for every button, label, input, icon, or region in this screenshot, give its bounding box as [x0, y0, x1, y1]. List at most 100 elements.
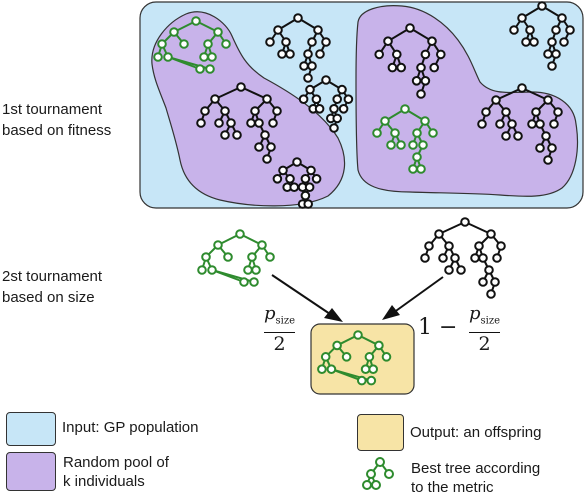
- legend-pool-swatch: [6, 452, 56, 491]
- arrow-right-head: [382, 305, 400, 320]
- tree-node: [213, 27, 223, 37]
- tree-node: [221, 39, 231, 49]
- tree-node: [396, 140, 406, 150]
- tree-node: [428, 128, 438, 138]
- tree-node: [418, 140, 428, 150]
- tree-node: [298, 94, 309, 104]
- tree-node: [210, 94, 220, 104]
- tree-node: [408, 140, 418, 150]
- tree-node: [243, 265, 253, 275]
- tree-node: [251, 265, 261, 275]
- tree-node: [416, 164, 426, 174]
- tree-node: [531, 107, 541, 117]
- tree-node: [338, 104, 349, 114]
- tree-node: [501, 107, 511, 117]
- tree-node: [220, 106, 230, 116]
- tree-node: [517, 13, 527, 23]
- tree-node: [203, 39, 213, 49]
- tree-node: [474, 241, 484, 251]
- tree-node: [343, 94, 354, 104]
- tree-node: [249, 277, 259, 287]
- tree-node: [303, 73, 313, 83]
- tree-node: [543, 49, 553, 59]
- tree-node: [285, 49, 295, 59]
- tree-node: [547, 61, 557, 71]
- tree-node: [501, 131, 511, 141]
- tree-node: [438, 253, 448, 263]
- tree-node: [517, 83, 527, 93]
- tree-node: [300, 174, 311, 184]
- tree-node: [537, 1, 547, 11]
- right-weight-subscript: size: [480, 315, 501, 327]
- tree-pop-top-left: [265, 13, 331, 83]
- tree-node: [214, 118, 224, 128]
- tree-pool-right-top: [374, 23, 446, 99]
- tree-node: [495, 119, 505, 129]
- tree-node: [153, 52, 163, 62]
- tree-node: [557, 13, 567, 23]
- tree-node: [444, 265, 454, 275]
- tree-node: [303, 199, 314, 209]
- arrow-left-head: [324, 308, 343, 322]
- tree-node: [559, 37, 569, 47]
- tree-node: [427, 36, 437, 47]
- tree-node: [213, 240, 223, 250]
- tree-node: [374, 340, 384, 351]
- tree-node: [364, 352, 375, 362]
- tree-node: [313, 25, 323, 35]
- tree-node: [450, 253, 460, 263]
- tree-node: [265, 252, 275, 262]
- left-weight-numerator: p: [264, 303, 276, 324]
- tree-node: [478, 253, 488, 263]
- legend-best-tree-icon: [362, 457, 394, 490]
- tree-node: [265, 37, 275, 47]
- tree-node: [383, 36, 393, 47]
- tree-node: [486, 289, 496, 299]
- tree-node: [416, 62, 426, 73]
- legend-best-text-line2: to the metric: [411, 479, 494, 496]
- tree-node: [405, 23, 415, 33]
- tree-node: [392, 49, 402, 60]
- tree-node: [353, 330, 363, 340]
- tree-node: [304, 182, 315, 192]
- legend-pool-text-line2: k individuals: [63, 473, 145, 490]
- tree-node: [289, 182, 300, 192]
- tree-node: [386, 140, 396, 150]
- tree-node: [429, 62, 440, 73]
- tree-node: [200, 106, 210, 116]
- tree-node: [205, 64, 215, 74]
- tree-node: [424, 241, 434, 251]
- tree-node: [307, 61, 317, 71]
- tree-node: [329, 104, 339, 114]
- tree-node: [360, 364, 371, 375]
- tree-node: [357, 375, 367, 386]
- legend-offspring-text: Output: an offspring: [410, 424, 542, 441]
- tree-node: [470, 253, 480, 263]
- tree-node: [529, 37, 539, 47]
- tree-node: [551, 25, 561, 35]
- tree-node: [411, 76, 422, 86]
- tree-node: [299, 61, 309, 71]
- tree-node: [191, 16, 201, 26]
- tree-node: [303, 49, 313, 59]
- tree-node: [387, 62, 398, 73]
- tree-node: [332, 94, 343, 104]
- tree-node: [226, 118, 236, 128]
- tree-node: [496, 241, 506, 251]
- tree-node: [157, 39, 167, 49]
- tree-node: [396, 62, 407, 73]
- tree-node: [332, 113, 343, 124]
- tree-pop-middle: [298, 75, 354, 133]
- legend-offspring-swatch: [357, 414, 404, 451]
- tree-node: [527, 119, 537, 129]
- tree-node: [306, 165, 316, 176]
- tree-node: [549, 119, 559, 129]
- tree-node: [260, 130, 270, 140]
- tree-node: [332, 340, 342, 351]
- tree-node: [400, 104, 410, 114]
- second-tournament-label-line1: 2st tournament: [2, 268, 103, 285]
- tree-node: [341, 352, 352, 362]
- left-weight-fraction: psize 2: [264, 303, 296, 354]
- tree-node: [199, 52, 209, 62]
- tree-node: [486, 229, 496, 239]
